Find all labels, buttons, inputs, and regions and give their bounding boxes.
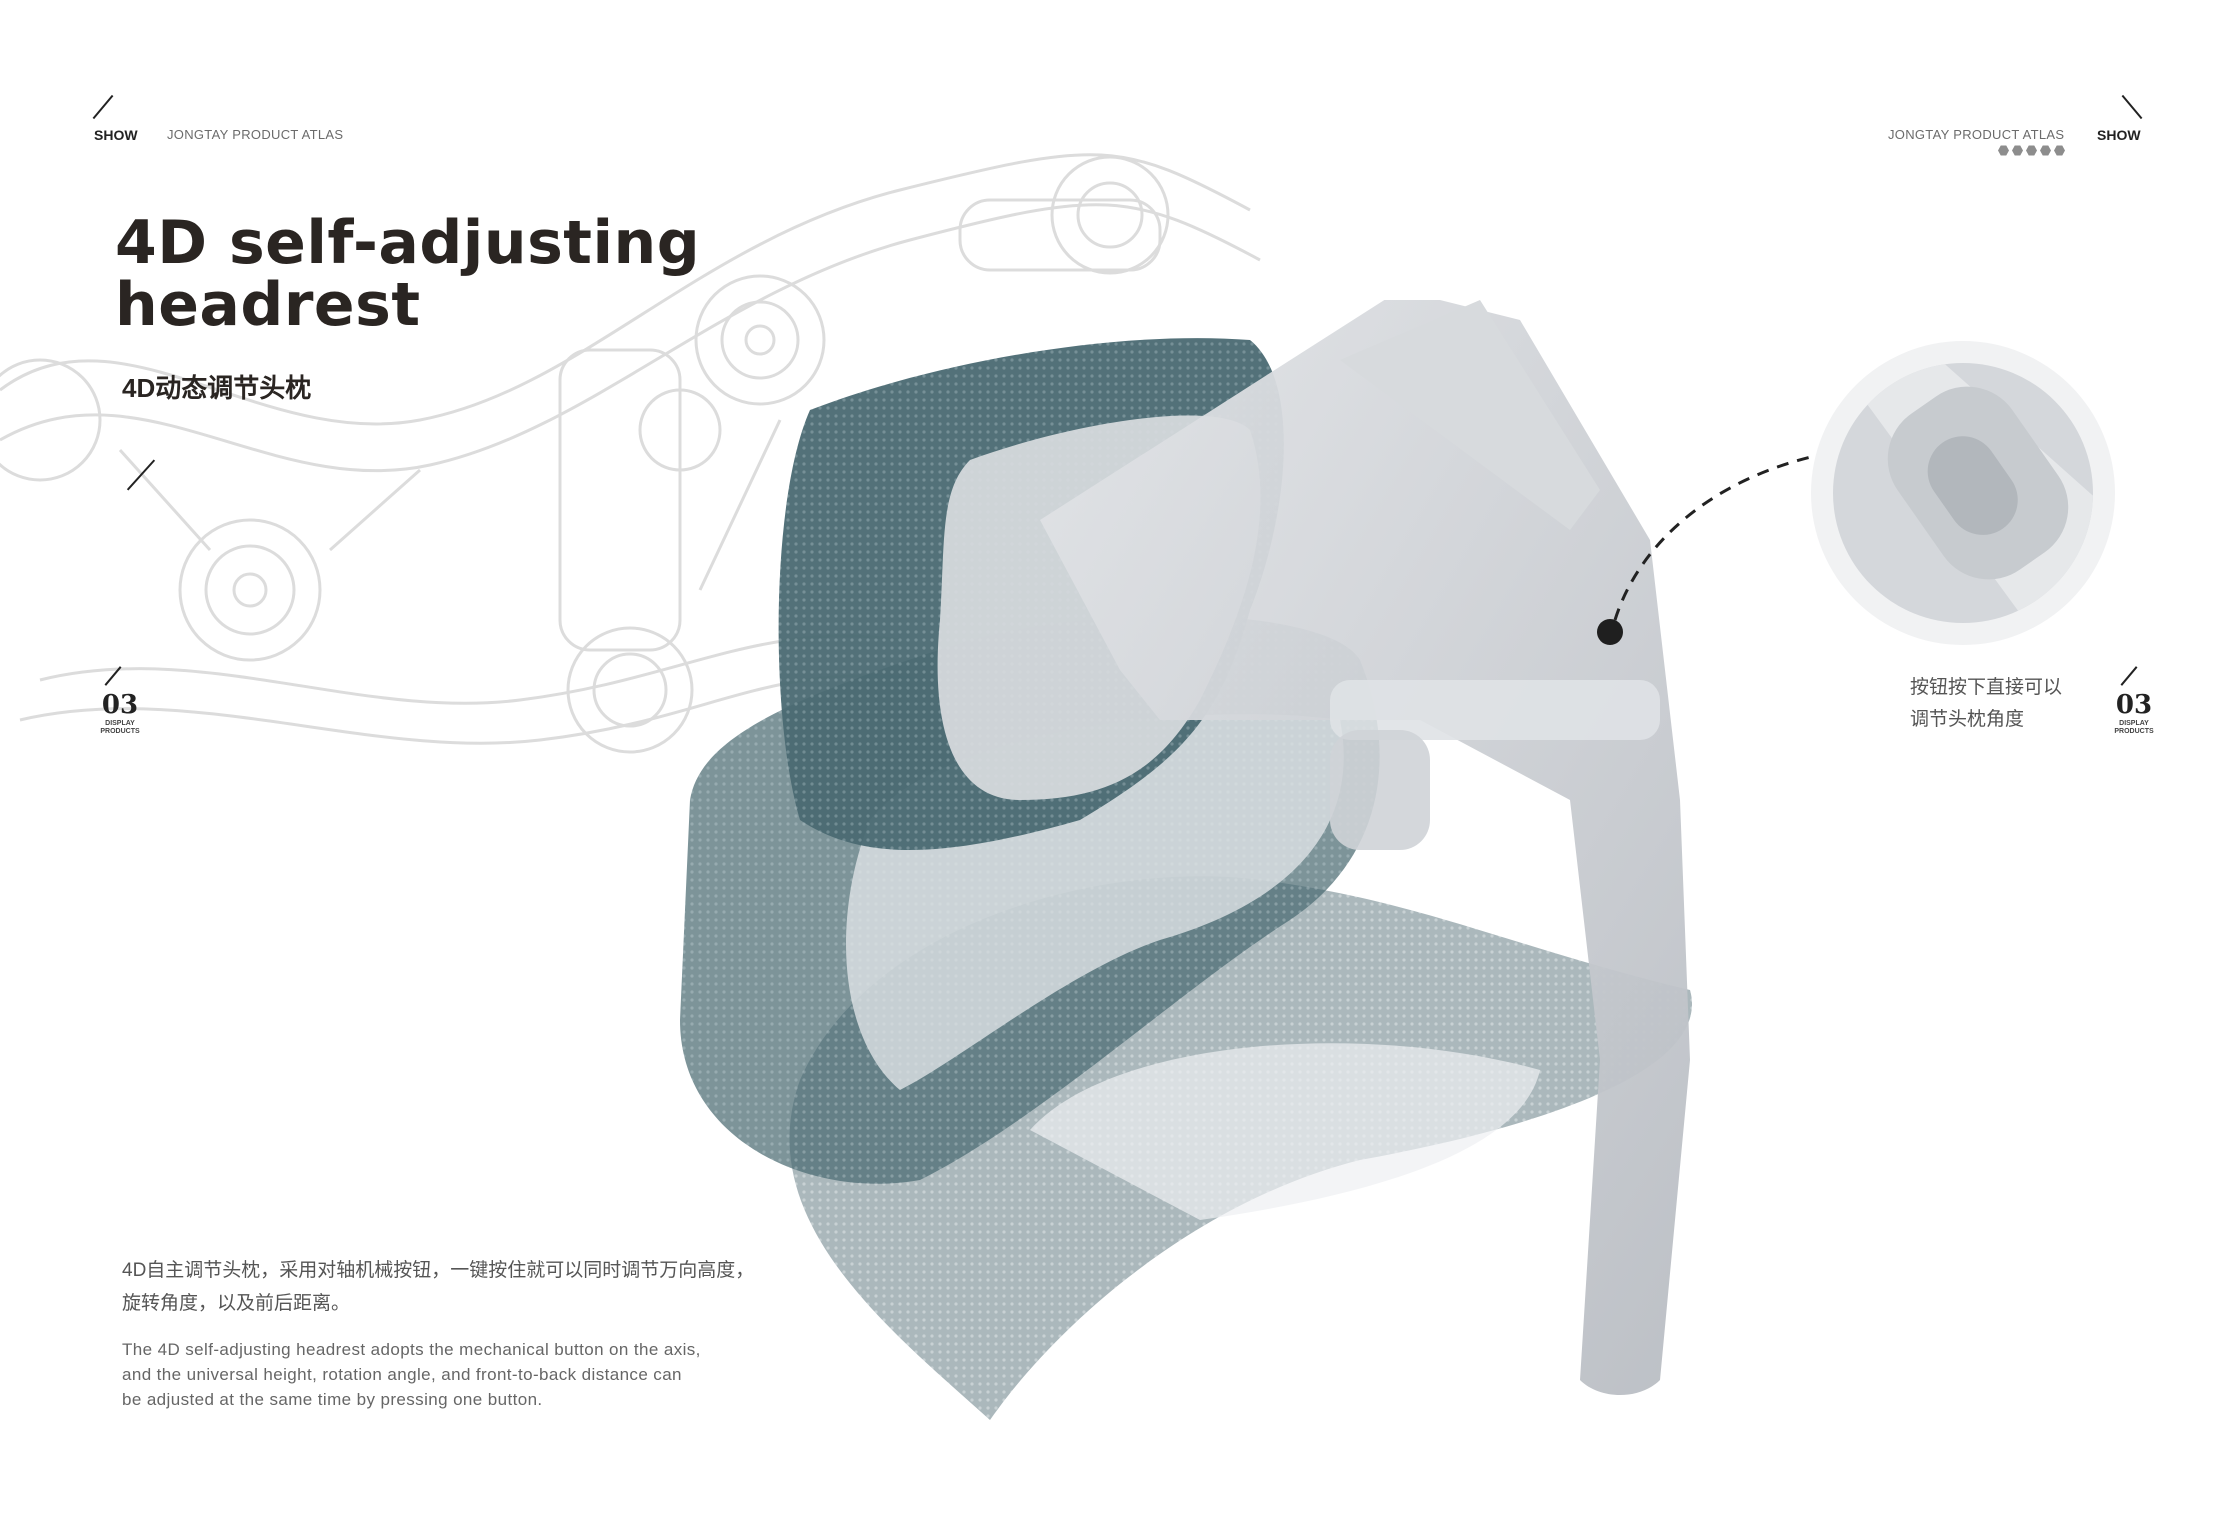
button-callout-text: 按钮按下直接可以 调节头枕角度 (1910, 672, 2062, 736)
adjust-button-marker (1597, 619, 1623, 645)
indicator-dot (1998, 145, 2009, 156)
page-number-left-value: 03 (101, 690, 139, 720)
page-title-line2: headrest (115, 270, 421, 340)
description-en-line3: be adjusted at the same time by pressing… (122, 1390, 543, 1409)
button-detail-zoom (1811, 341, 2115, 645)
header-left-atlas-label: JONGTAY PRODUCT ATLAS (167, 127, 344, 142)
indicator-dot (2054, 145, 2065, 156)
page-title-line1: 4D self-adjusting (115, 208, 701, 278)
header-right-show-label: SHOW (2097, 127, 2141, 143)
background-sketch-illustration (0, 153, 1261, 754)
page-indicator-dots (1998, 143, 2068, 161)
description-cn: 4D自主调节头枕，采用对轴机械按钮，一键按住就可以同时调节万向高度， 旋转角度，… (122, 1254, 822, 1320)
page-title: 4D self-adjusting headrest (115, 212, 700, 336)
callout-line1: 按钮按下直接可以 (1910, 677, 2063, 698)
header-left-show-label: SHOW (94, 127, 138, 143)
indicator-dot (2012, 145, 2023, 156)
indicator-dot (2026, 145, 2037, 156)
page-caption-left-line2: PRODUCTS (100, 728, 140, 735)
page-number-right-value: 03 (2115, 690, 2153, 720)
page-right-slash (2120, 666, 2138, 686)
description-en: The 4D self-adjusting headrest adopts th… (122, 1337, 802, 1412)
header-right-slash (2121, 94, 2143, 120)
header-right-atlas-label: JONGTAY PRODUCT ATLAS (1888, 127, 2065, 142)
description-en-line2: and the universal height, rotation angle… (122, 1365, 682, 1384)
description-cn-line1: 4D自主调节头枕，采用对轴机械按钮，一键按住就可以同时调节万向高度， (122, 1260, 755, 1281)
page-number-right: 03 DISPLAY PRODUCTS (2112, 690, 2156, 736)
page-subtitle-cn: 4D动态调节头枕 (122, 373, 312, 403)
indicator-dot (2040, 145, 2051, 156)
page-caption-right-line2: PRODUCTS (2114, 728, 2154, 735)
callout-line2: 调节头枕角度 (1910, 709, 2025, 730)
headrest-product-illustration (680, 300, 1872, 1420)
page-number-left: 03 DISPLAY PRODUCTS (98, 690, 142, 736)
headrest-frame (1040, 300, 1690, 1395)
page-caption-left-line1: DISPLAY (105, 720, 135, 727)
page-caption-right-line1: DISPLAY (2119, 720, 2149, 727)
description-cn-line2: 旋转角度，以及前后距离。 (122, 1293, 351, 1314)
description-en-line1: The 4D self-adjusting headrest adopts th… (122, 1340, 701, 1359)
header-left-slash (92, 94, 114, 120)
